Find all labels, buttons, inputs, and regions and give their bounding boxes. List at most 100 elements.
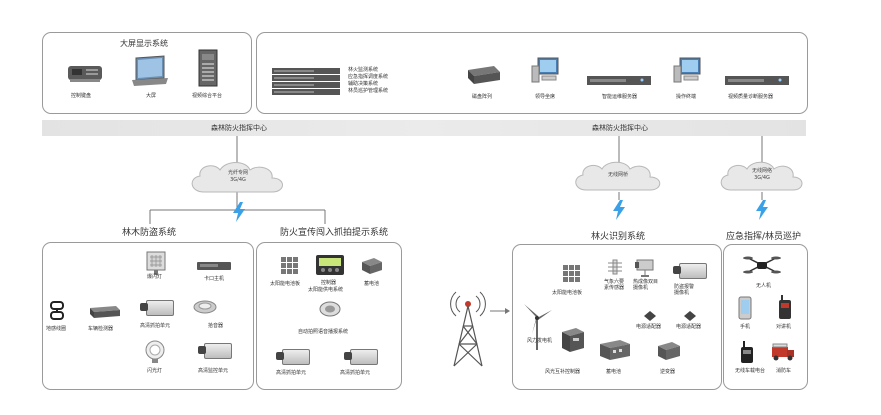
power-adapter-icon <box>644 311 656 321</box>
battery-label: 蓄电池 <box>364 281 380 287</box>
solar-supply-label: 太阳能供电系统 <box>308 287 344 293</box>
anti-theft-camera-icon <box>673 260 707 280</box>
pickup-mic-label: 拾音器 <box>208 323 224 329</box>
hybrid-controller-icon <box>562 328 584 352</box>
speaker-icon <box>319 301 341 317</box>
fire-recognition-title: 林火识别系统 <box>591 232 646 242</box>
leader-seat-label: 领导坐席 <box>535 94 556 100</box>
mobile-phone-icon <box>738 296 752 320</box>
strobe-light-icon <box>146 251 166 275</box>
cloud-line: 光纤专网 <box>227 170 248 176</box>
ground-loop-label: 地感线圈 <box>46 326 67 332</box>
lightning-icon <box>756 200 768 220</box>
vehicle-detector-icon <box>90 306 120 318</box>
wind-turbine-icon <box>524 304 552 350</box>
power-adapter-label-2: 电源适配器 <box>676 324 702 330</box>
fr-battery-icon <box>600 340 630 360</box>
cloud-line: 无线网络 <box>751 168 772 174</box>
cloud-line: 3G/4G <box>230 177 246 183</box>
vehicle-detector-label: 车辆检测器 <box>88 326 114 332</box>
fr-battery-label: 蓄电池 <box>606 369 622 375</box>
large-screen-label: 大屏 <box>146 93 157 99</box>
voice-broadcast-label: 自动拍照语音播报系统 <box>298 329 349 335</box>
weather-sensor-label: 气象六要素传感器 <box>604 279 628 291</box>
cloud-icon <box>575 161 661 191</box>
strobe-light-label: 爆闪灯 <box>147 274 163 280</box>
server-stack-icon <box>270 67 342 97</box>
checkpoint-host-icon <box>197 262 231 270</box>
cloud-icon <box>191 162 283 193</box>
command-center-band <box>42 120 806 136</box>
stack-line-4: 林员巡护管理系统 <box>348 88 389 94</box>
hd-capture-unit-label: 高清抓拍单元 <box>140 323 171 329</box>
hd-monitor-unit-label: 高清监控单元 <box>198 368 229 374</box>
ground-loop-icon <box>50 301 64 320</box>
flash-light-label: 闪光灯 <box>147 368 163 374</box>
walkie-talkie-icon <box>779 295 791 319</box>
pickup-mic-icon <box>193 300 217 314</box>
hd-capture-unit-left-label: 高清抓拍单元 <box>276 370 307 376</box>
wind-turbine-label: 风力发电机 <box>527 338 553 344</box>
hd-capture-unit-left-icon <box>276 346 310 366</box>
weather-sensor-icon <box>608 259 622 275</box>
weather-sensor-text: 气象六要素传感器 <box>604 279 625 291</box>
solar-panel-icon <box>563 265 580 282</box>
anti-theft-camera-label: 防盗报警摄像机 <box>674 284 698 296</box>
cloud-label-wireless: 无线网络 3G/4G <box>740 168 784 182</box>
fire-truck-label: 消防车 <box>776 368 792 374</box>
leader-seat-icon <box>530 56 560 86</box>
cloud-label-bridge: 无线网桥 <box>596 172 640 179</box>
video-diagnosis-server-label: 视频质量诊断服务器 <box>728 94 774 100</box>
operator-terminal-label: 操作终端 <box>676 94 697 100</box>
disk-array-icon <box>464 64 502 86</box>
operator-terminal-icon <box>672 56 702 86</box>
controller-label: 控制器 <box>321 280 337 286</box>
display-system-title: 大屏显示系统 <box>120 39 168 48</box>
thermal-camera-icon <box>635 259 654 277</box>
video-platform-label: 视频综合平台 <box>192 93 223 99</box>
hd-capture-unit-right-label: 高清抓拍单元 <box>340 370 371 376</box>
power-adapter-icon <box>684 311 696 321</box>
anti-theft-camera-text: 防盗报警摄像机 <box>674 284 695 296</box>
hd-monitor-unit-icon <box>198 340 232 360</box>
cloud-line: 3G/4G <box>754 175 770 181</box>
large-screen-icon <box>130 54 170 88</box>
band-label-right: 森林防火指挥中心 <box>592 124 648 132</box>
inverter-label: 逆变器 <box>660 369 676 375</box>
video-diagnosis-server-icon <box>724 72 790 85</box>
controller-icon <box>316 255 344 275</box>
cloud-line: 无线网桥 <box>607 172 628 178</box>
band-label-left: 森林防火指挥中心 <box>211 124 267 132</box>
fire-truck-icon <box>772 343 794 361</box>
fire-alert-title: 防火宣传闯入抓拍提示系统 <box>280 228 389 238</box>
walkie-talkie-label: 对讲机 <box>776 324 792 330</box>
control-keyboard-label: 控制键盘 <box>71 93 92 99</box>
inverter-icon <box>658 342 680 360</box>
power-adapter-label-1: 电源适配器 <box>636 324 662 330</box>
thermal-camera-text: 热成像双目摄像机 <box>633 279 659 291</box>
signal-tower-icon <box>450 291 486 367</box>
stack-line-1: 林火监测系统 <box>348 67 379 73</box>
drone-label: 无人机 <box>756 283 772 289</box>
lightning-icon <box>233 202 245 222</box>
anti-theft-title: 林木防盗系统 <box>122 228 177 238</box>
disk-array-label: 磁盘阵列 <box>472 94 493 100</box>
ops-server-label: 智能运维服务器 <box>602 94 638 100</box>
ops-server-icon <box>586 72 652 85</box>
flash-light-icon <box>145 340 165 363</box>
stack-line-2: 应急指挥调度系统 <box>348 74 389 80</box>
vehicle-radio-label: 无线车载电台 <box>735 368 766 374</box>
cloud-icon <box>720 161 803 191</box>
lightning-icon <box>613 200 625 220</box>
drone-icon <box>743 256 781 274</box>
video-platform-icon <box>197 48 219 88</box>
solar-panel-icon <box>281 257 298 274</box>
emergency-title: 应急指挥/林员巡护 <box>726 232 802 242</box>
hd-capture-unit-icon <box>140 297 174 317</box>
control-keyboard-icon <box>66 64 104 84</box>
stack-line-3: 辅助决策系统 <box>348 81 379 87</box>
thermal-camera-label: 热成像双目摄像机 <box>633 279 659 291</box>
mobile-phone-label: 手机 <box>740 324 751 330</box>
fr-solar-panel-label: 太阳能电池板 <box>552 290 583 296</box>
battery-icon <box>362 258 382 274</box>
